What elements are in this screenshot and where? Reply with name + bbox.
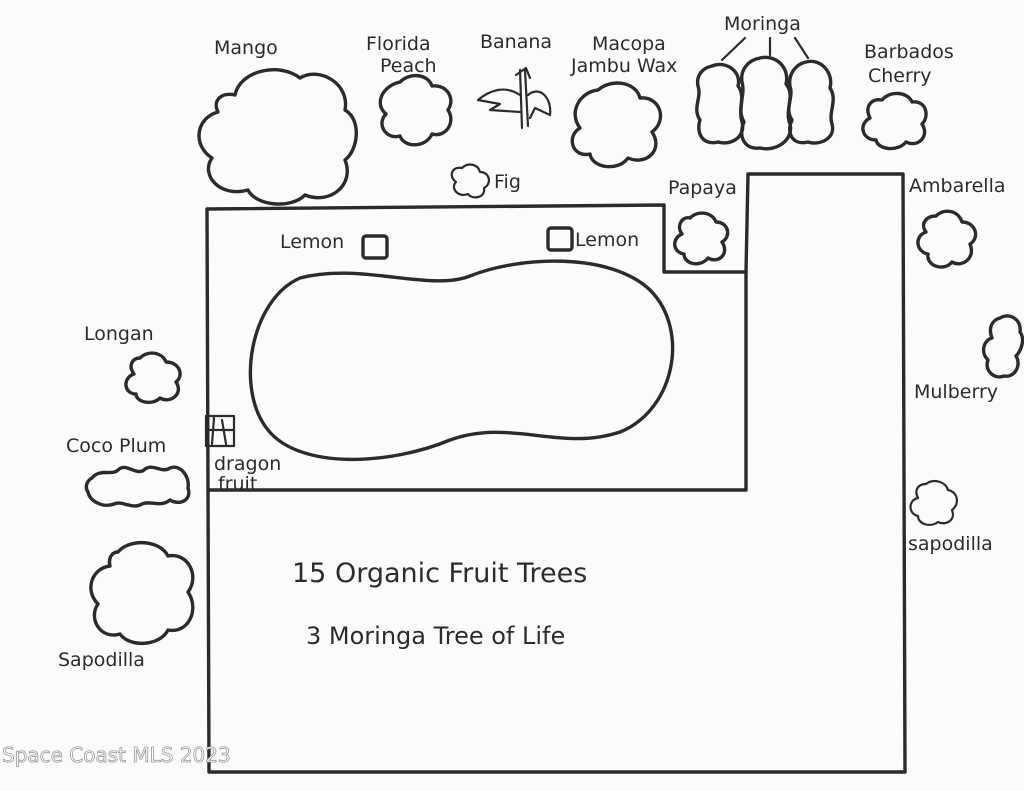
mango-tree-icon (197, 68, 358, 206)
label-florida-peach-1: Florida (366, 33, 431, 55)
moringa-tree-2-icon (739, 55, 793, 151)
lemon-tree-left-icon (361, 234, 389, 260)
sapodilla-right-tree-icon (909, 480, 958, 526)
note-fruit-trees: 15 Organic Fruit Trees (292, 558, 587, 589)
label-banana: Banana (480, 31, 552, 53)
label-florida-peach-2: Peach (380, 55, 437, 77)
mulberry-tree-icon (981, 314, 1024, 379)
label-macopa-2: Jambu Wax (570, 55, 677, 77)
moringa-tree-3-icon (787, 59, 835, 145)
banana-tree-icon (476, 66, 552, 130)
label-dragon-1: dragon (214, 453, 281, 475)
label-lemon-right: Lemon (575, 229, 639, 251)
moringa-pointer-lines (720, 36, 810, 62)
note-moringa-trees: 3 Moringa Tree of Life (306, 622, 565, 650)
label-macopa-1: Macopa (592, 33, 666, 55)
house-outline (205, 172, 907, 774)
label-sapodilla-left: Sapodilla (58, 649, 145, 671)
pool (248, 259, 675, 462)
florida-peach-tree-icon (378, 74, 453, 147)
pool-deck-line (207, 270, 748, 492)
ambarella-tree-icon (916, 209, 978, 269)
label-mango: Mango (214, 37, 278, 59)
label-coco-plum: Coco Plum (66, 435, 166, 457)
label-barbados-2: Cherry (868, 65, 932, 87)
barbados-cherry-tree-icon (861, 91, 928, 151)
lemon-tree-right-icon (546, 226, 574, 252)
label-mulberry: Mulberry (914, 381, 998, 403)
sapodilla-left-tree-icon (89, 540, 195, 646)
label-ambarella: Ambarella (909, 175, 1006, 197)
label-barbados-1: Barbados (864, 41, 954, 63)
papaya-tree-icon (673, 211, 730, 266)
label-lemon-left: Lemon (280, 231, 344, 253)
label-papaya: Papaya (668, 177, 737, 199)
label-dragon-2: fruit (218, 473, 257, 495)
macopa-tree-icon (570, 81, 663, 169)
longan-tree-icon (124, 351, 182, 405)
label-longan: Longan (84, 323, 154, 345)
label-fig: Fig (494, 171, 521, 193)
moringa-tree-1-icon (695, 62, 745, 145)
label-sapodilla-right: sapodilla (908, 533, 993, 555)
dragon-fruit-icon (204, 414, 236, 448)
label-moringa: Moringa (724, 13, 801, 35)
fig-tree-icon (450, 163, 490, 199)
watermark: Space Coast MLS 2023 (2, 743, 231, 767)
coco-plum-hedge-icon (84, 465, 191, 508)
